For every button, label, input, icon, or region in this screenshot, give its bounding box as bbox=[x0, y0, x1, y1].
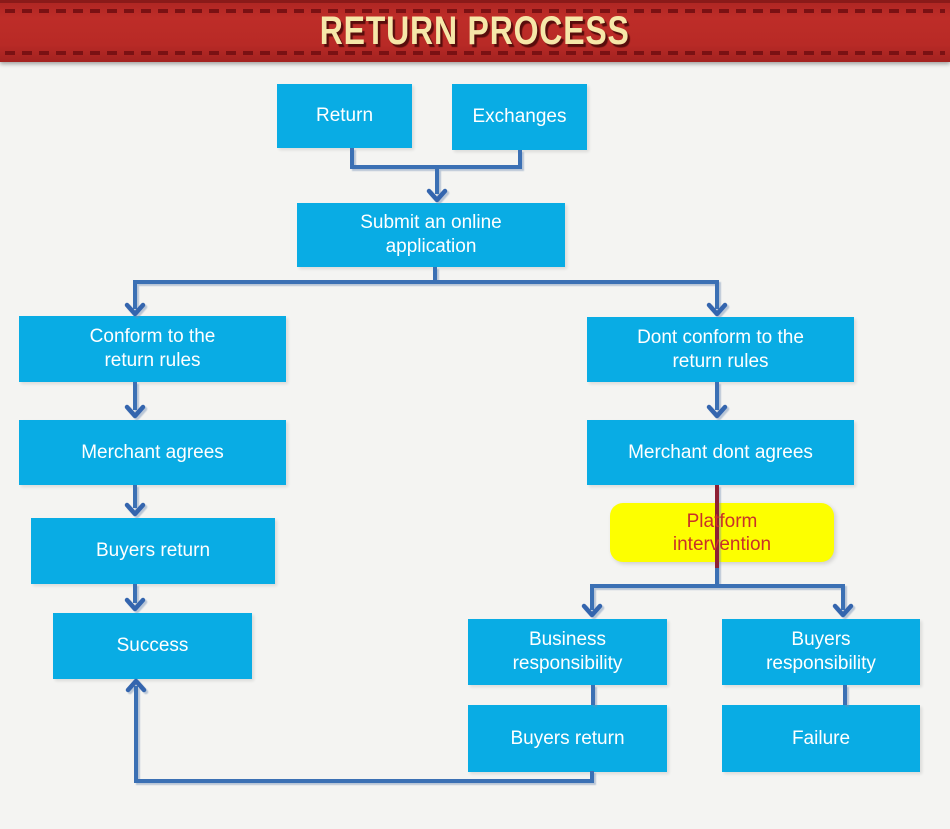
node-success-label: Success bbox=[116, 635, 189, 656]
node-conform-label: Conform to the return rules bbox=[89, 326, 216, 371]
node-conform-rules: Conform to the return rules bbox=[19, 316, 286, 382]
page-title-text: RETURN PROCESS bbox=[320, 8, 630, 53]
node-return: Return bbox=[277, 84, 412, 148]
node-submit-application: Submit an online application bbox=[297, 203, 565, 267]
node-exchanges: Exchanges bbox=[452, 84, 587, 150]
node-buyers-return-left-label: Buyers return bbox=[95, 540, 211, 561]
banner-top-strip bbox=[0, 0, 950, 3]
node-dont-conform-rules: Dont conform to the return rules bbox=[587, 317, 854, 382]
node-merchant-agrees: Merchant agrees bbox=[19, 420, 286, 485]
node-buyers-return-right: Buyers return bbox=[468, 705, 667, 772]
node-buyers-responsibility-label: Buyers responsibility bbox=[766, 629, 876, 674]
node-buyers-return-right-label: Buyers return bbox=[510, 727, 625, 749]
node-merchant-dont-agrees: Merchant dont agrees bbox=[587, 420, 854, 485]
node-return-label: Return bbox=[315, 105, 374, 126]
banner-stitch-bottom bbox=[5, 51, 945, 55]
node-submit-label: Submit an online application bbox=[360, 212, 502, 257]
node-merchant-agrees-label: Merchant agrees bbox=[81, 441, 224, 463]
node-success: Success bbox=[53, 613, 252, 679]
node-platform-intervention: Platform intervention bbox=[610, 503, 834, 562]
node-business-responsibility: Business responsibility bbox=[468, 619, 667, 685]
banner-stitch-top bbox=[5, 9, 945, 13]
page-title: RETURN PROCESS bbox=[0, 0, 950, 62]
node-platform-intervention-label: Platform intervention bbox=[672, 510, 772, 555]
node-buyers-responsibility: Buyers responsibility bbox=[722, 619, 920, 685]
node-failure: Failure bbox=[722, 705, 920, 772]
node-buyers-return-left: Buyers return bbox=[31, 518, 275, 584]
node-business-responsibility-label: Business responsibility bbox=[512, 629, 623, 674]
title-banner: RETURN PROCESS bbox=[0, 0, 950, 62]
node-dont-conform-label: Dont conform to the return rules bbox=[637, 326, 804, 372]
node-failure-label: Failure bbox=[791, 727, 851, 749]
node-merchant-dont-agrees-label: Merchant dont agrees bbox=[628, 441, 813, 463]
node-exchanges-label: Exchanges bbox=[472, 106, 567, 127]
